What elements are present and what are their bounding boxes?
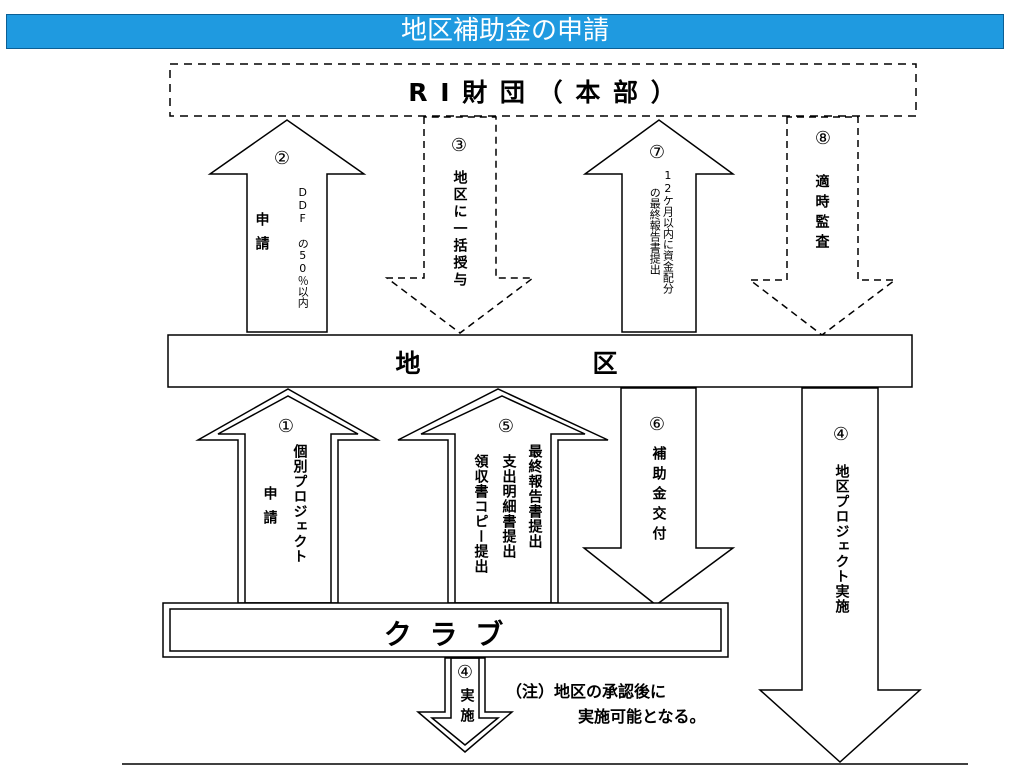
arrow-3-number: ③ [450,135,468,156]
arrow-4-implement-inner [429,657,501,746]
arrow-1-outer [195,388,381,604]
arrow-5-col2: 支出明細書提出 [500,454,517,559]
district-label-right: 区 [592,349,618,378]
arrow-7-number: ⑦ [648,142,666,163]
ri-foundation-label: R I 財 団 （ 本 部 ） [408,78,678,107]
arrow-5-outer [397,388,609,604]
arrow-2-sub-text: DDF の50％以内 [296,186,310,308]
note-line-1: （注）地区の承認後に [506,682,667,701]
ri-foundation-box [169,63,917,117]
arrow-5-col3: 領収書コピー提出 [472,454,489,574]
arrow-5-inner [420,395,586,604]
arrow-5-col1: 最終報告書提出 [526,444,543,549]
arrow-8-main-text: 適時監査 [813,174,830,254]
district-box [167,334,913,388]
arrow-4-bottom-main-text: 実施 [458,688,475,728]
arrow-1-col2: 申請 [261,486,278,534]
arrow-5-number: ⑤ [497,416,515,437]
arrow-4-right-main-text: 地区プロジェクト実施 [833,464,850,614]
arrow-4-district-project [758,387,922,764]
arrow-8-number: ⑧ [814,128,832,149]
arrow-2-application [207,119,367,333]
arrow-7-sub-text: 12ケ月以内に資金配分の最終報告書提出 [648,168,675,294]
club-box-outer [162,602,729,658]
district-label-left: 地 [395,349,421,378]
arrow-4-bottom-number: ④ [456,662,474,683]
arrow-2-number: ② [273,148,291,169]
arrow-3-main-text: 地区に一括授与 [451,170,468,289]
note-line-2: 実施可能となる。 [578,707,706,726]
arrow-8-audit [747,116,898,336]
arrow-1-number: ① [277,416,295,437]
club-label: ク ラ ブ [383,618,508,651]
slide-title: 地区補助金の申請 [6,14,1004,49]
arrow-6-main-text: 補助金交付 [650,446,667,546]
arrow-4-implement-outer [415,657,515,753]
arrow-1-inner [217,395,359,604]
arrow-4-right-number: ④ [832,424,850,445]
arrow-7-report [582,119,736,333]
arrow-2-main-text: 申請 [253,212,270,260]
arrow-1-col1: 個別プロジェクト [291,444,308,564]
arrow-6-disburse [581,387,736,606]
arrow-6-number: ⑥ [648,414,666,435]
arrow-3-grant [384,116,536,334]
club-box-inner [169,608,722,652]
